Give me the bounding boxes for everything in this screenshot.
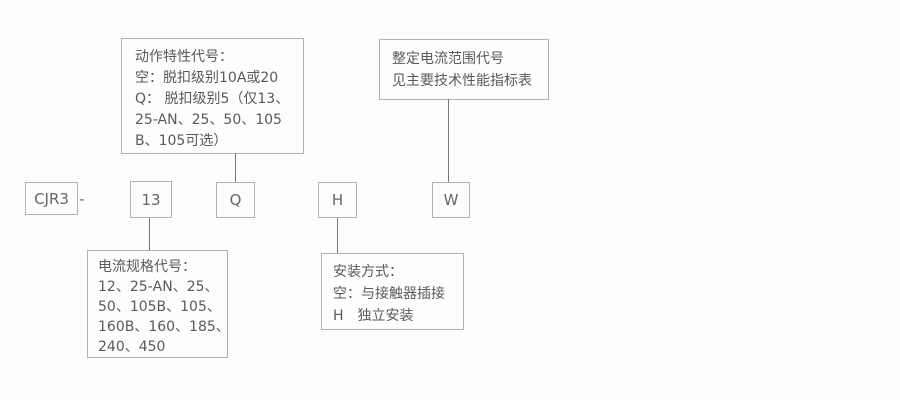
connector-current-range-line bbox=[448, 99, 449, 182]
callout-text-line: Q： 脱扣级别5（仅13、 bbox=[135, 91, 290, 107]
callout-mounting-method: 安装方式： 空：与接触器插接 H 独立安装 bbox=[321, 253, 464, 330]
callout-action-characteristic: 动作特性代号： 空：脱扣级别10A或20 Q： 脱扣级别5（仅13、 25-AN… bbox=[121, 38, 304, 154]
callout-text-line: 空：与接触器插接 bbox=[333, 286, 445, 302]
callout-text-line: H 独立安装 bbox=[333, 308, 414, 324]
separator-dash: - bbox=[79, 189, 85, 208]
code-box-mounting: H bbox=[318, 182, 357, 218]
callout-text-line: 160B、160、185、 bbox=[98, 319, 230, 335]
callout-text-line: 空：脱扣级别10A或20 bbox=[135, 70, 279, 86]
callout-text-line: 见主要技术性能指标表 bbox=[392, 73, 532, 89]
callout-text-line: 整定电流范围代号 bbox=[392, 51, 504, 67]
callout-text-line: 安装方式： bbox=[333, 264, 403, 280]
code-box-action-characteristic: Q bbox=[216, 182, 255, 218]
callout-current-spec: 电流规格代号： 12、25-AN、25、 50、105B、105、 160B、1… bbox=[87, 250, 230, 358]
callout-text-line: 12、25-AN、25、 bbox=[98, 279, 219, 295]
connector-mounting-line bbox=[337, 218, 338, 253]
callout-text-line: 240、450 bbox=[98, 339, 166, 355]
code-box-current-spec: 13 bbox=[130, 181, 172, 218]
callout-text-line: B、105可选） bbox=[135, 133, 228, 149]
code-box-current-range: W bbox=[432, 182, 470, 218]
callout-text-line: 动作特性代号： bbox=[135, 49, 233, 65]
connector-current-spec-line bbox=[149, 218, 150, 250]
code-box-model-prefix: CJR3 bbox=[25, 182, 78, 215]
callout-setting-current-range: 整定电流范围代号 见主要技术性能指标表 bbox=[379, 39, 549, 100]
callout-text-line: 25-AN、25、50、105 bbox=[135, 112, 282, 128]
callout-text-line: 电流规格代号： bbox=[98, 259, 196, 275]
callout-text-line: 50、105B、105、 bbox=[98, 299, 221, 315]
connector-action-characteristic-line bbox=[235, 153, 236, 182]
